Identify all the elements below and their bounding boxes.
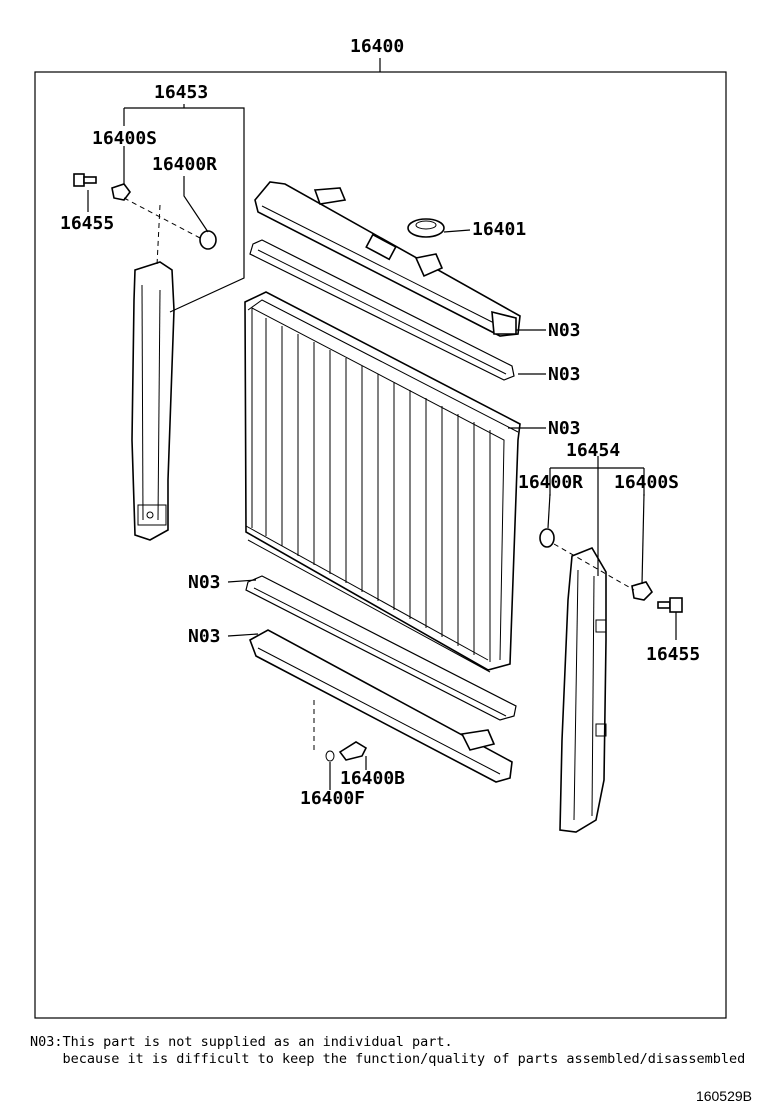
callout-16453: 16453 <box>154 82 208 103</box>
upper-tank <box>254 181 521 337</box>
lower-tank <box>249 629 513 783</box>
left-stopper-icon <box>111 183 131 201</box>
radiator-core <box>244 291 521 673</box>
drain-oring-icon <box>325 750 335 762</box>
lower-tank-gasket <box>245 575 517 721</box>
callout-16454: 16454 <box>566 440 620 461</box>
callout-16400f: 16400F <box>300 788 365 809</box>
callout-16401: 16401 <box>472 219 526 240</box>
callout-n03-lower-tank: N03 <box>188 626 221 647</box>
right-radiator-support-bracket <box>559 547 607 833</box>
callout-16400: 16400 <box>350 36 404 57</box>
right-stopper-icon <box>631 581 654 601</box>
right-cushion-icon <box>539 528 555 548</box>
drain-cock-icon <box>338 741 368 761</box>
callout-n03-core: N03 <box>548 418 581 439</box>
filler-neck <box>414 253 444 278</box>
callout-n03-upper-tank: N03 <box>548 320 581 341</box>
right-bolt-icon <box>657 597 683 613</box>
radiator-cap-icon <box>407 218 445 238</box>
callout-n03-lower-gasket: N03 <box>188 572 221 593</box>
callout-16400s-left: 16400S <box>92 128 157 149</box>
figure-reference: 160529B <box>695 1088 752 1104</box>
callout-16400r-left: 16400R <box>152 154 217 175</box>
upper-tank-gasket <box>249 239 515 381</box>
left-radiator-support-bracket <box>131 261 175 541</box>
callout-n03-upper-gasket: N03 <box>548 364 581 385</box>
callout-16455-right: 16455 <box>646 644 700 665</box>
left-cushion-icon <box>199 230 217 250</box>
callout-16400r-right: 16400R <box>518 472 583 493</box>
callout-16400b: 16400B <box>340 768 405 789</box>
callout-16455-left: 16455 <box>60 213 114 234</box>
left-bolt-icon <box>73 173 97 187</box>
footnote-line-2: because it is difficult to keep the func… <box>30 1051 746 1067</box>
callout-16400s-right: 16400S <box>614 472 679 493</box>
footnote-line-1: N03:This part is not supplied as an indi… <box>30 1034 453 1050</box>
